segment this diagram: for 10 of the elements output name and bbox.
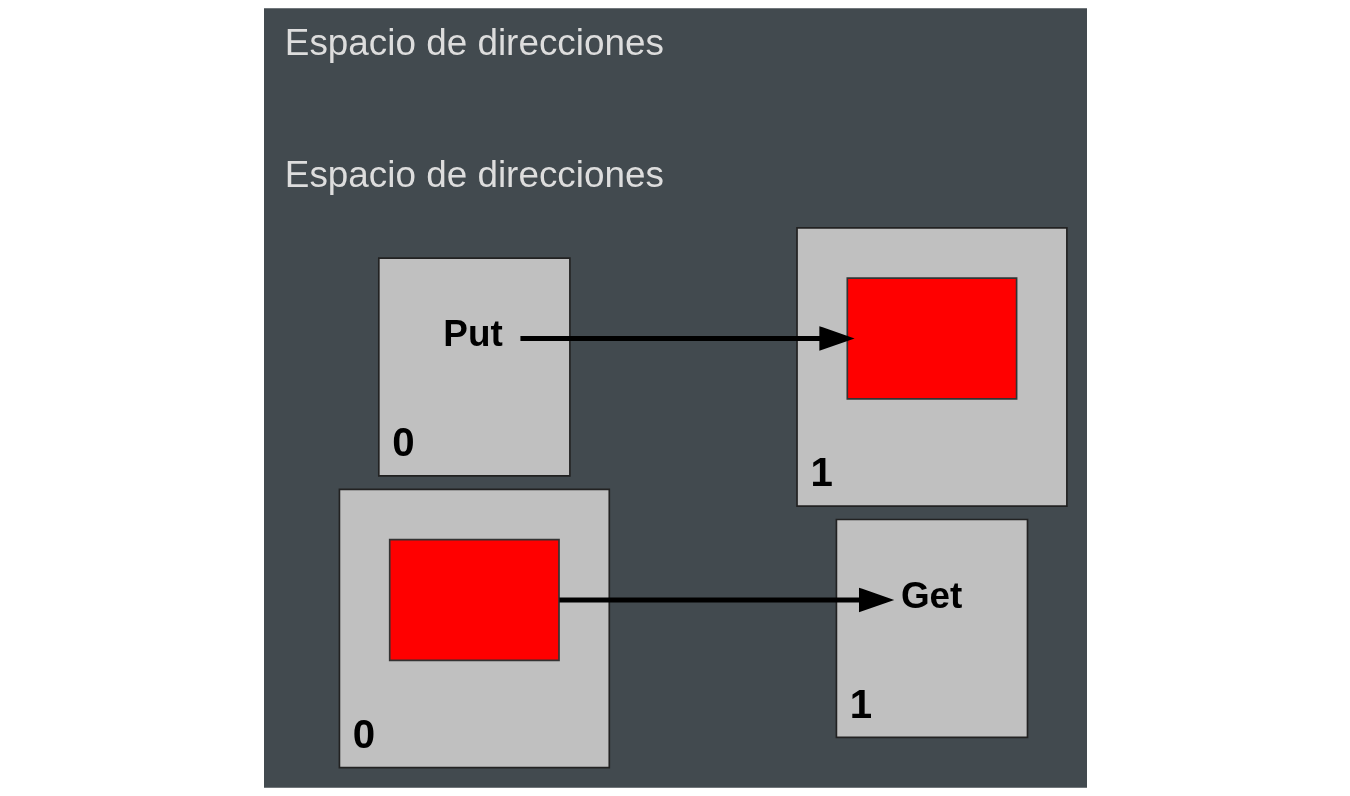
node-text: Get — [900, 574, 962, 616]
node-text: Put — [442, 313, 503, 355]
cluster: 0 — [338, 488, 610, 769]
label: Espacio de direcciones — [284, 21, 664, 63]
label: Espacio de direcciones — [284, 153, 664, 195]
node-box — [845, 277, 1017, 400]
node-box — [388, 538, 560, 662]
arrow — [519, 326, 855, 351]
cluster: 1 — [795, 227, 1068, 507]
arrow — [558, 587, 894, 613]
